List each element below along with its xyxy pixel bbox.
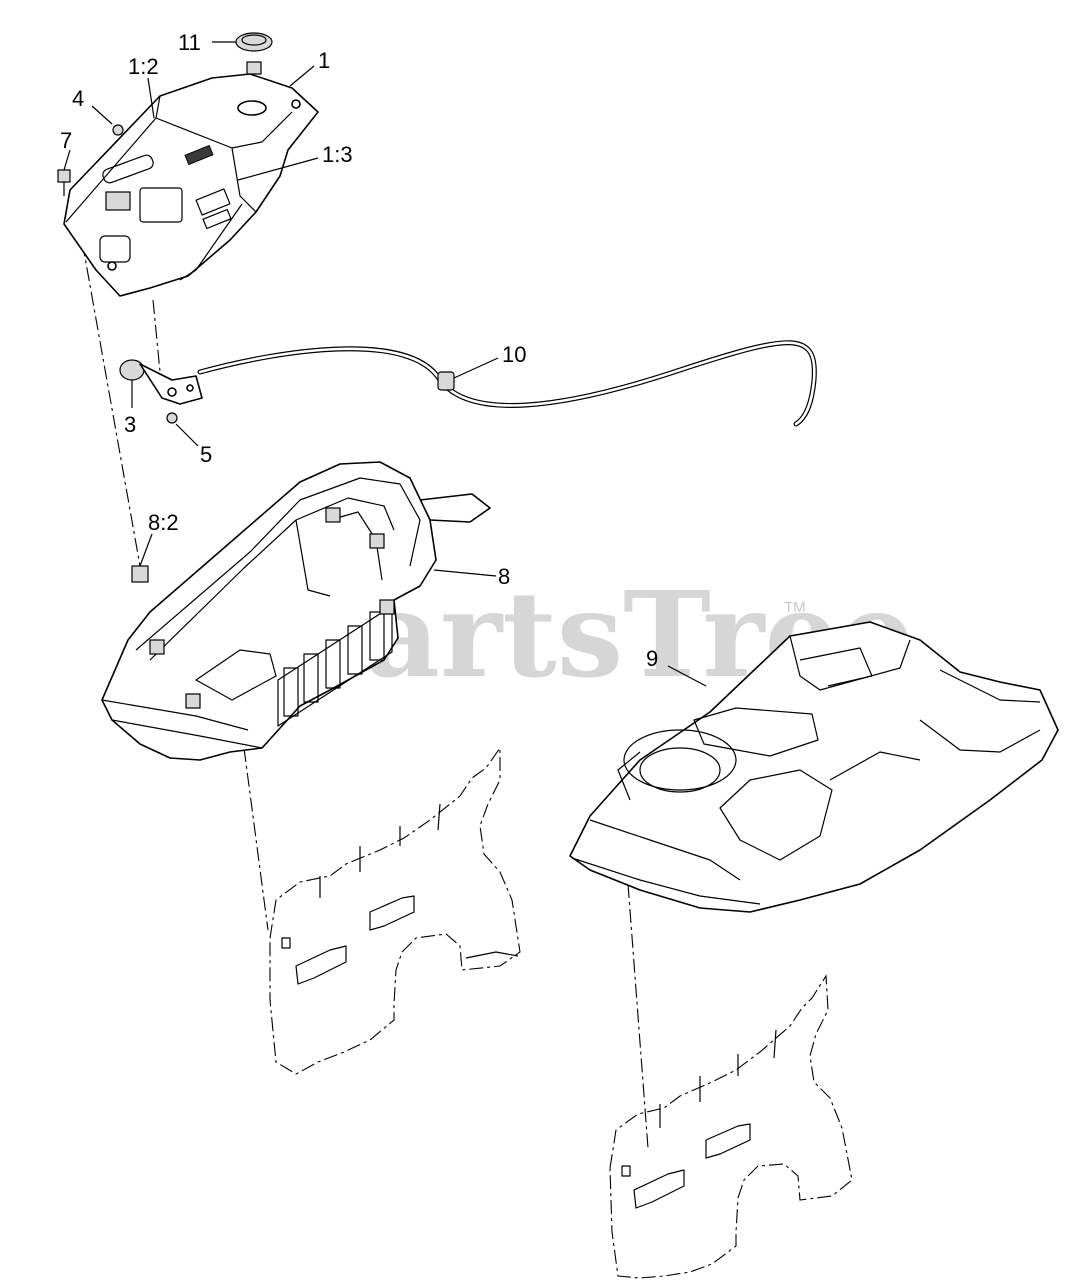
callout-7: 7 [60,128,72,153]
callout-8-2: 8:2 [148,510,179,535]
part-4-knob [112,124,124,136]
callout-1-3: 1:3 [322,142,353,167]
callout-9: 9 [646,646,658,671]
part-10-choke-cable [197,340,817,427]
part-5-nut [166,412,178,424]
callout-11: 11 [178,30,201,55]
part-8-2-clip-nut [131,565,149,583]
part-11-plug [235,32,273,75]
part-3-choke-lever [119,359,203,405]
callouts: 11 1 1:2 4 7 1:3 10 3 5 8:2 8 9 [60,30,658,671]
rear-panel-right [609,974,853,1279]
callout-5: 5 [200,442,212,467]
callout-10: 10 [502,342,526,367]
callout-4: 4 [72,86,84,111]
watermark-trademark: TM [784,599,806,616]
callout-8: 8 [498,564,510,589]
callout-1: 1 [318,48,330,73]
callout-3: 3 [124,412,136,437]
part-9-fender-console [569,621,1059,913]
rear-panel-left [269,746,521,1075]
part-1-console-cover [63,73,319,297]
part-8-lower-console [101,461,491,761]
leader-lines [63,41,707,687]
part-7-screw [57,169,71,196]
callout-1-2: 1:2 [128,54,159,79]
